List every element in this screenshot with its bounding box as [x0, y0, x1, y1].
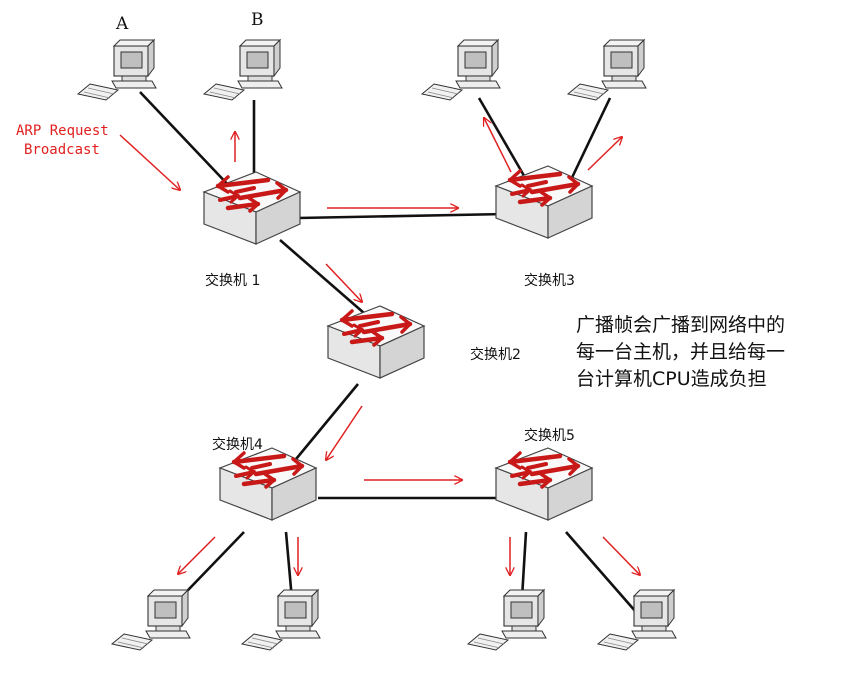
arrow-sw2-to-sw4 — [326, 405, 363, 460]
switch-5-icon — [496, 448, 592, 520]
note-line1: 广播帧会广播到网络中的 — [576, 314, 786, 336]
computer-sw4-right-icon — [241, 589, 321, 651]
switch-2-label: 交换机2 — [470, 347, 521, 363]
switch-4-icon — [220, 448, 316, 520]
link-sw5-host-left — [520, 531, 528, 599]
arrow-sw3-host-right — [587, 137, 622, 171]
switch-3-icon — [496, 166, 592, 238]
note-line2: 每一台主机，并且给每一 — [576, 341, 786, 363]
arrow-sw3-host-left — [484, 118, 512, 173]
arp-request-line2: Broadcast — [24, 142, 100, 158]
broadcast-arrows — [119, 118, 640, 575]
switch-1-label: 交换机 1 — [205, 273, 261, 289]
links — [139, 91, 637, 616]
computer-a-icon — [77, 39, 157, 101]
note-line3: 台计算机CPU造成负担 — [576, 368, 767, 390]
computer-sw3-left-icon — [421, 39, 501, 101]
arrow-sw4-host-left — [178, 536, 216, 574]
computer-sw3-right-icon — [567, 39, 647, 101]
link-sw5-host-right — [565, 531, 637, 613]
link-sw4-host-right — [284, 531, 294, 601]
computer-b-icon — [203, 39, 283, 101]
arrow-sw1-to-sw2 — [325, 263, 362, 302]
link-sw3-host-left — [477, 97, 532, 187]
broadcast-note: 广播帧会广播到网络中的 每一台主机，并且给每一 台计算机CPU造成负担 — [576, 312, 785, 393]
switch-1-icon — [204, 172, 300, 244]
host-b-label: B — [251, 10, 264, 30]
arrow-sw5-host-right — [602, 536, 640, 575]
arp-request-line1: ARP Request — [16, 123, 109, 139]
computer-sw5-right-icon — [597, 589, 677, 651]
link-sw1-sw2 — [279, 239, 373, 321]
switch-2-icon — [328, 306, 424, 378]
switch-4-label: 交换机4 — [212, 437, 263, 453]
computer-sw4-left-icon — [111, 589, 191, 651]
arp-request-label: ARP Request Broadcast — [16, 122, 109, 160]
computer-sw5-left-icon — [467, 589, 547, 651]
link-host-a-sw1 — [139, 91, 234, 191]
link-sw1-sw3 — [297, 212, 507, 220]
switch-3-label: 交换机3 — [524, 273, 575, 289]
switch-5-label: 交换机5 — [524, 428, 575, 444]
arp-request-arrow — [119, 134, 180, 190]
link-sw2-sw4 — [285, 383, 360, 471]
link-sw3-host-right — [566, 97, 612, 187]
host-a-label: A — [116, 14, 129, 34]
